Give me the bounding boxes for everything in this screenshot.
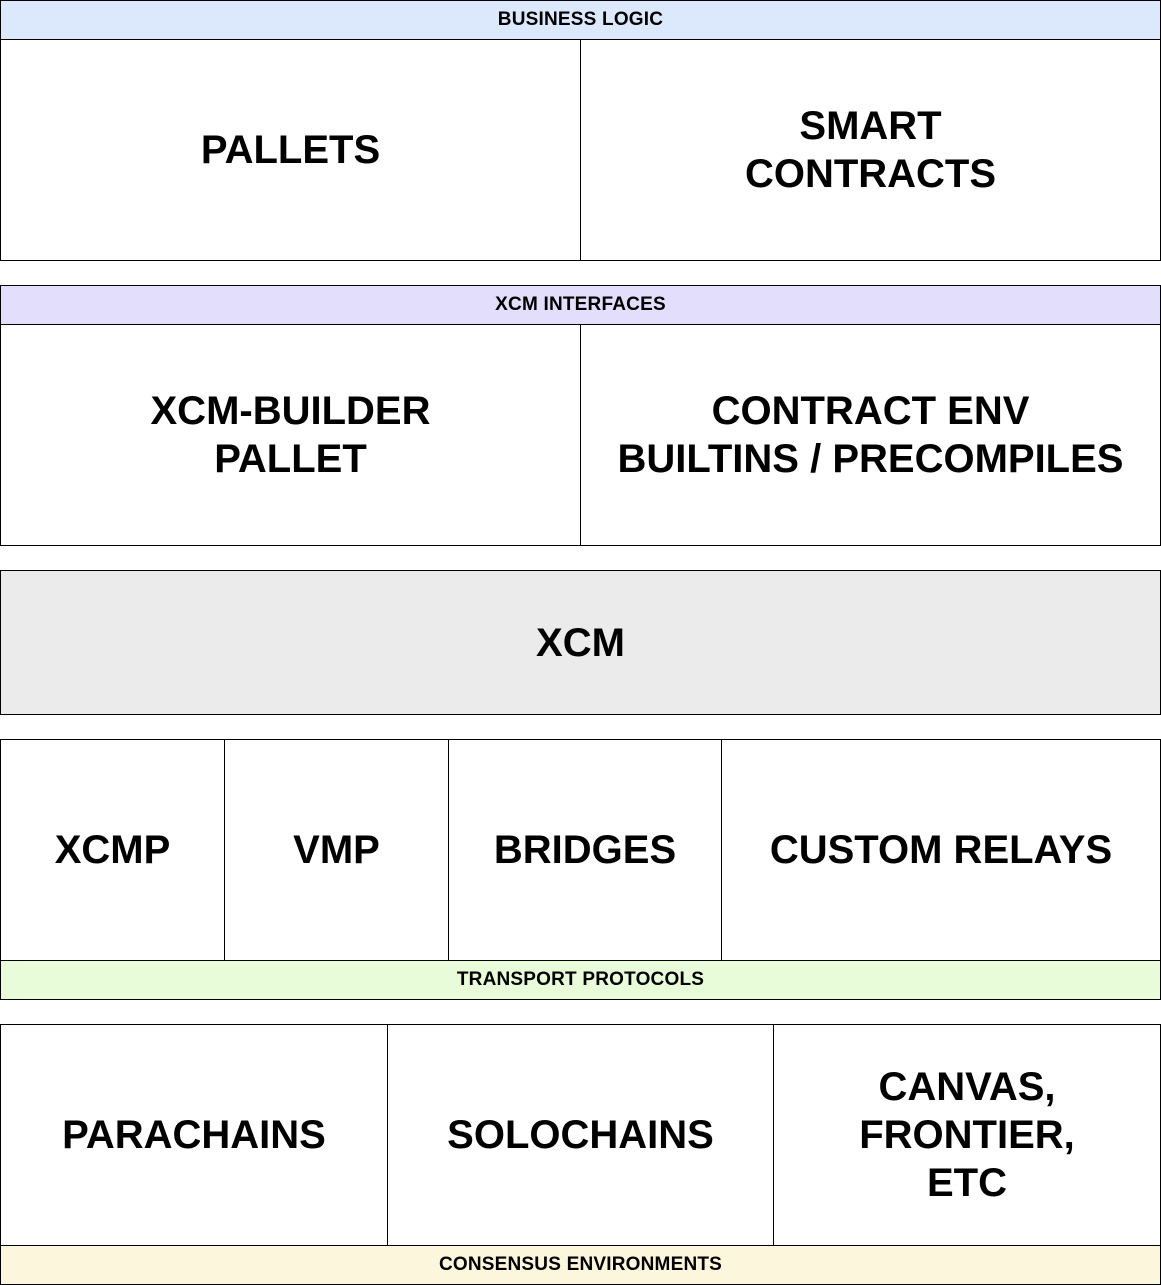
vmp-box: VMP bbox=[224, 739, 449, 961]
transport-protocols-footer: TRANSPORT PROTOCOLS bbox=[0, 960, 1161, 1000]
parachains-box: PARACHAINS bbox=[0, 1024, 388, 1246]
consensus-environments-footer: CONSENSUS ENVIRONMENTS bbox=[0, 1245, 1161, 1285]
pallets-box: PALLETS bbox=[0, 39, 581, 261]
custom-relays-box: CUSTOM RELAYS bbox=[721, 739, 1161, 961]
xcm-box: XCM bbox=[0, 570, 1161, 715]
xcm-interfaces-header: XCM INTERFACES bbox=[0, 285, 1161, 325]
contract-env-builtins-box: CONTRACT ENV BUILTINS / PRECOMPILES bbox=[580, 324, 1161, 546]
canvas-frontier-etc-box: CANVAS, FRONTIER, ETC bbox=[773, 1024, 1161, 1246]
smart-contracts-box: SMART CONTRACTS bbox=[580, 39, 1161, 261]
xcm-builder-pallet-box: XCM-BUILDER PALLET bbox=[0, 324, 581, 546]
business-logic-header: BUSINESS LOGIC bbox=[0, 0, 1161, 40]
bridges-box: BRIDGES bbox=[448, 739, 722, 961]
xcmp-box: XCMP bbox=[0, 739, 225, 961]
solochains-box: SOLOCHAINS bbox=[387, 1024, 774, 1246]
